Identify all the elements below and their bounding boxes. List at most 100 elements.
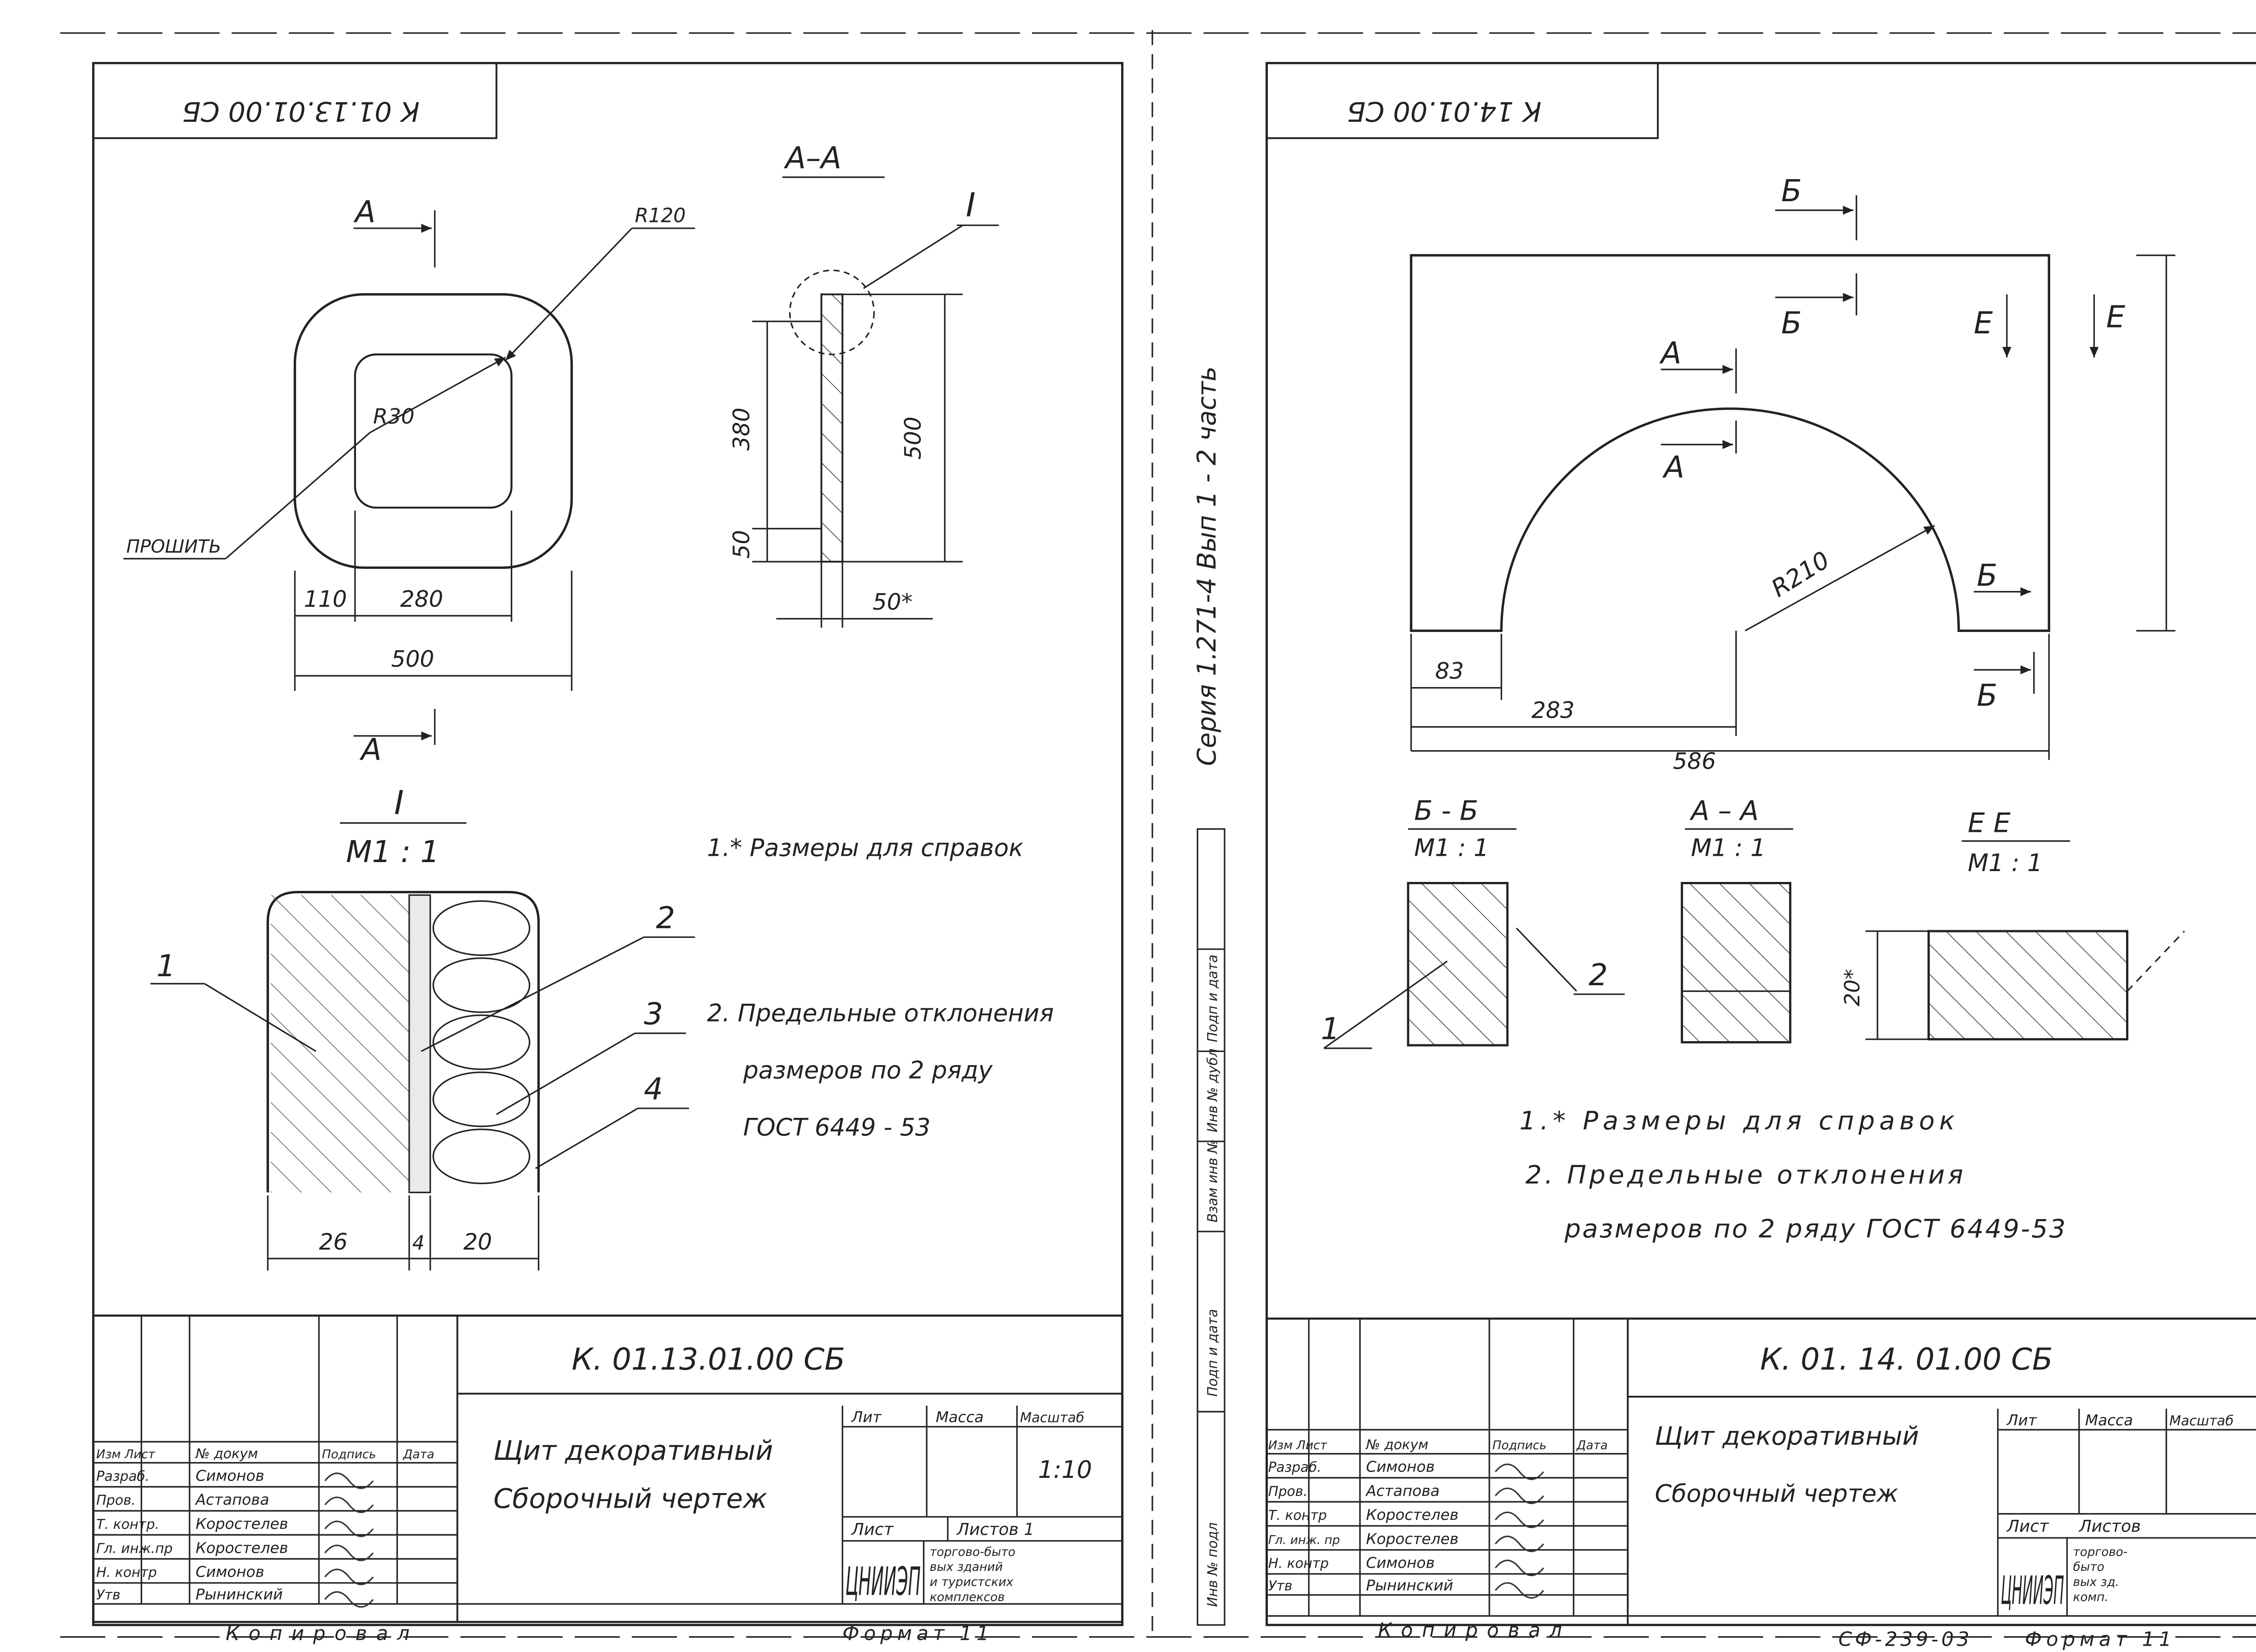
left-drawing-name-1: Щит декоративный <box>494 1435 773 1467</box>
right-leader-2: 2 <box>1589 957 1608 992</box>
left-stamp-text: К 01.13.01.00 СБ <box>182 95 420 127</box>
radius-outer-label: R120 <box>635 205 686 227</box>
elev-section-e-left: Е <box>1974 305 1992 341</box>
left-title-block: К. 01.13.01.00 СБ Щит декоративный Сборо… <box>92 1314 1123 1645</box>
left-sheet: К 01.13.01.00 СБ А А R120 R30 ПРОШИТЬ <box>92 62 1123 1645</box>
right-hdr-sign: Подпись <box>1493 1439 1547 1453</box>
right-org-text-1: торгово- <box>2073 1545 2128 1559</box>
right-hdr-doc: № докум <box>1365 1437 1428 1453</box>
detail-callout-label: I <box>966 186 976 224</box>
elev-section-b-right: Б <box>1977 558 1997 593</box>
dim-500-vertical: 500 <box>900 416 926 459</box>
right-org-logo: ЦНИИЭП <box>2001 1569 2064 1614</box>
right-role-2: Пров. <box>1268 1484 1308 1500</box>
elev-section-a-bottom: А <box>1662 450 1685 485</box>
dim-500: 500 <box>391 646 434 672</box>
left-name-3: Коростелев <box>195 1515 288 1532</box>
right-name-3: Коростелев <box>1366 1506 1458 1523</box>
left-role-3: Т. контр. <box>96 1517 159 1532</box>
dim-50: 50 <box>728 530 754 559</box>
detail-core-layer <box>408 894 431 1193</box>
right-mass-header: Масса <box>2085 1411 2133 1429</box>
right-leader-1: 1 <box>1321 1011 1340 1047</box>
detail-wood-layer <box>271 895 409 1193</box>
left-role-2: Пров. <box>96 1493 135 1509</box>
left-role-6: Утв <box>96 1587 120 1603</box>
right-role-4: Гл. инж. пр <box>1268 1533 1340 1547</box>
section-mark-a-top: А <box>353 194 376 230</box>
left-scale-value: 1:10 <box>1038 1456 1092 1484</box>
detail-outline <box>266 891 540 1193</box>
dim-50-star: 50* <box>873 589 913 615</box>
left-org-text-3: и туристских <box>930 1575 1014 1589</box>
elev-section-b-bottom: Б <box>1977 678 1997 713</box>
right-drawing-name-1: Щит декоративный <box>1655 1421 1919 1451</box>
stitch-label: ПРОШИТЬ <box>126 536 221 557</box>
radius-inner-label: R30 <box>373 404 415 429</box>
left-name-1: Симонов <box>195 1467 264 1485</box>
left-lit-header: Лит <box>851 1408 882 1426</box>
elev-section-b-top: Б <box>1781 173 1802 208</box>
right-format-label: Формат 11 <box>2025 1629 2176 1651</box>
left-scale-header: Масштаб <box>1020 1410 1085 1426</box>
right-elevation: Б Б Е Е А А Б Б R210 <box>1410 173 2176 774</box>
right-drawing-code: К. 01. 14. 01.00 СБ <box>1760 1342 2053 1377</box>
dim-283: 283 <box>1531 697 1574 723</box>
detail-scale: М1 : 1 <box>346 834 439 869</box>
right-hdr-izm: Изм Лист <box>1268 1439 1328 1453</box>
left-org-logo: ЦНИИЭП <box>846 1560 921 1605</box>
left-org-text-4: комплексов <box>930 1590 1005 1604</box>
right-hdr-date: Дата <box>1576 1439 1608 1453</box>
left-note-4: ГОСТ 6449 - 53 <box>743 1113 930 1141</box>
right-role-3: Т. контр <box>1268 1508 1327 1523</box>
left-front-view: А А R120 R30 ПРОШИТЬ 110 280 500 <box>123 194 695 767</box>
section-ee-scale: М1 : 1 <box>1968 849 2043 877</box>
spine: Серия 1.271-4 Вып 1 - 2 часть Инв № подл… <box>60 30 2256 1638</box>
left-format-label: Формат 11 <box>842 1622 994 1645</box>
arch-panel-outline <box>1410 254 2050 632</box>
arch-radius-label: R210 <box>1766 546 1835 603</box>
detail-leader-1: 1 <box>157 948 176 983</box>
panel-opening <box>354 353 513 509</box>
right-name-6: Рынинский <box>1366 1577 1453 1594</box>
dim-20: 20 <box>463 1229 492 1255</box>
right-org-text-2: быто <box>2073 1560 2104 1574</box>
dim-380: 380 <box>728 407 754 450</box>
right-stamp-text: К 14.01.00 СБ <box>1347 95 1541 127</box>
section-aa-right-profile <box>1681 882 1792 1043</box>
dim-26: 26 <box>319 1229 348 1255</box>
spine-box-2: Подп и дата <box>1205 1309 1220 1397</box>
dim-83: 83 <box>1435 658 1464 684</box>
right-org-text-3: вых зд. <box>2073 1575 2119 1589</box>
left-hdr-izm: Изм Лист <box>96 1448 156 1462</box>
panel-section <box>820 293 844 563</box>
left-section-aa: А–А I 380 500 50 50* <box>728 140 999 628</box>
section-mark-a-bottom: А <box>359 732 382 767</box>
right-role-1: Разраб. <box>1268 1460 1322 1476</box>
left-role-5: Н. контр <box>96 1565 157 1581</box>
section-bb-profile <box>1407 882 1509 1047</box>
right-name-1: Симонов <box>1366 1458 1434 1476</box>
right-note-3: размеров по 2 ряду ГОСТ 6449-53 <box>1564 1214 2067 1244</box>
panel-outline <box>293 293 573 569</box>
right-signatures <box>1494 1463 1544 1599</box>
right-scale-header: Масштаб <box>2169 1413 2234 1429</box>
left-hdr-sign: Подпись <box>322 1448 376 1462</box>
section-ee-dim: 20* <box>1840 969 1864 1006</box>
section-aa-title: А–А <box>783 140 841 175</box>
left-note-2: 2. Предельные отклонения <box>707 999 1054 1027</box>
left-drawing-code: К. 01.13.01.00 СБ <box>572 1342 845 1377</box>
right-role-6: Утв <box>1268 1578 1292 1594</box>
right-notes: 1.* Размеры для справок 2. Предельные от… <box>1520 1106 2067 1244</box>
right-format-code: СФ-239-03 <box>1838 1629 1972 1651</box>
section-bb-scale: М1 : 1 <box>1414 834 1489 862</box>
section-bb-title: Б - Б <box>1414 795 1478 827</box>
left-sheet-label: Лист <box>851 1519 894 1539</box>
left-name-4: Коростелев <box>195 1539 288 1556</box>
spine-box-5: Подп и дата <box>1205 955 1220 1042</box>
right-org-text-4: комп. <box>2073 1590 2108 1604</box>
right-title-block: К. 01. 14. 01.00 СБ Щит декоративный Сбо… <box>1266 1317 2256 1651</box>
right-name-4: Коростелев <box>1366 1530 1458 1547</box>
left-copied-label: Копировал <box>226 1622 419 1645</box>
right-sheets-label: Листов <box>2078 1517 2141 1536</box>
